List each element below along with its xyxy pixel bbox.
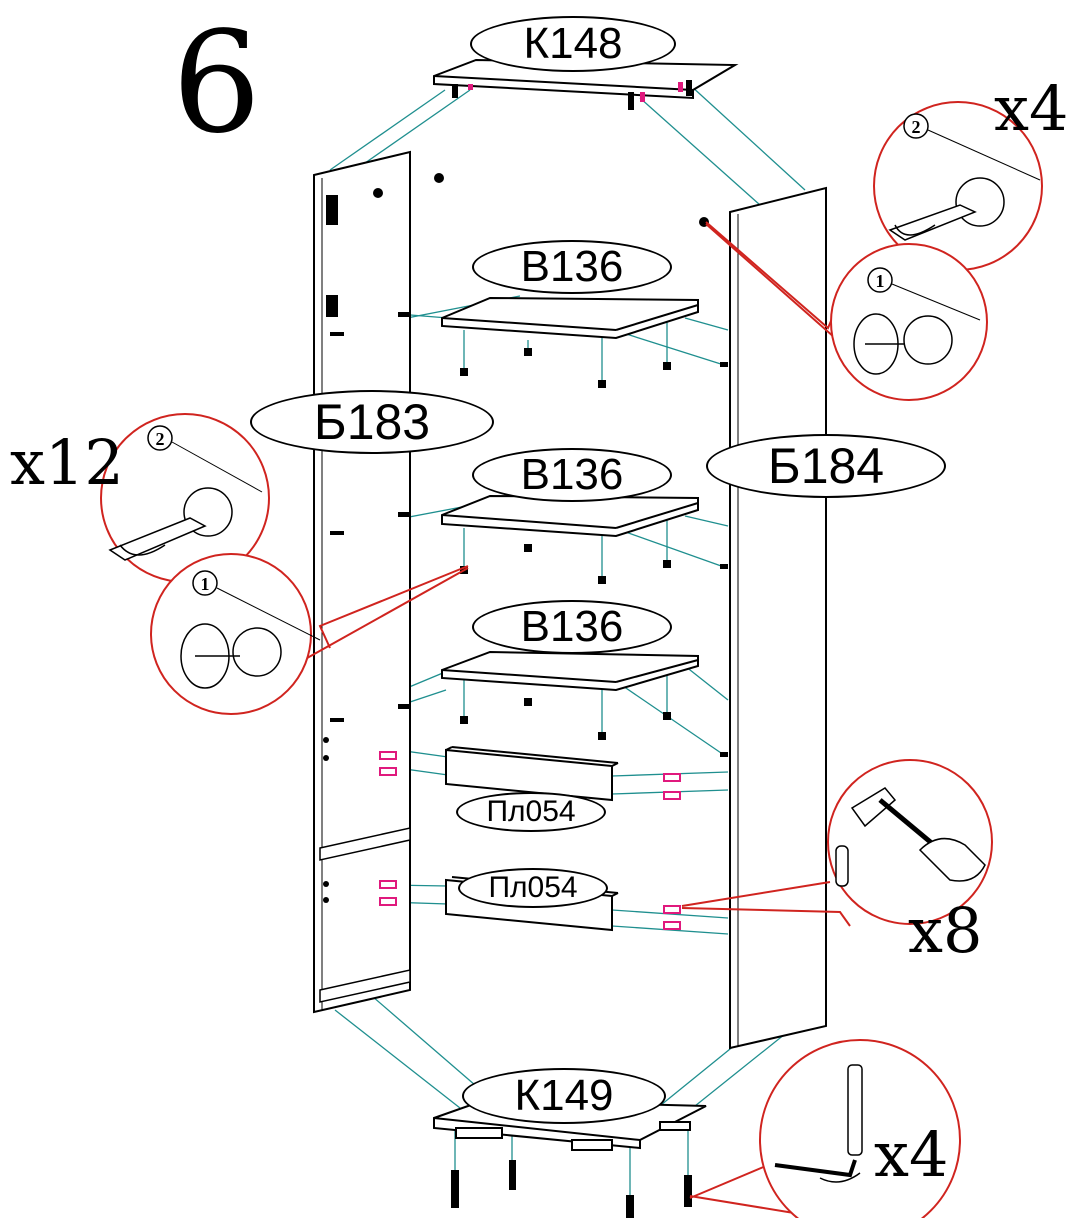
drawer-runners (319, 827, 411, 1003)
callout-leaders (299, 221, 861, 1215)
shelf-1 (441, 296, 699, 340)
leveling-screws (451, 1160, 692, 1220)
part-label-plinth-1: Пл054 (456, 792, 606, 832)
count-cam-shelves: x12 (10, 426, 124, 499)
shelf-3 (441, 650, 699, 692)
count-cam-top: x4 (994, 72, 1069, 145)
part-label-shelf-1: В136 (472, 240, 672, 294)
hammer-sketch (835, 787, 986, 887)
part-label-bottom: К149 (462, 1068, 666, 1124)
count-dowels: x8 (908, 894, 983, 967)
callout-step-2-top: 2 (912, 117, 921, 137)
callout-step-markers (147, 113, 929, 596)
cam-lock-sketch-top (853, 177, 1005, 375)
part-label-shelf-3: В136 (472, 600, 672, 654)
hex-key-sketch (774, 1064, 863, 1183)
right-panel-hardware (699, 217, 728, 757)
top-panel-hardware (452, 80, 692, 110)
shelf-2 (441, 494, 699, 538)
left-panel-hardware (323, 173, 444, 903)
callout-step-2-left: 2 (156, 429, 165, 449)
part-label-top: К148 (470, 16, 676, 72)
part-label-left-side: Б183 (250, 390, 494, 454)
top-panel (433, 58, 739, 100)
cam-lock-sketch-left (108, 487, 282, 689)
plinth-1 (445, 746, 619, 802)
step-number: 6 (172, 2, 262, 165)
callout-step-1-top: 1 (876, 271, 885, 291)
callout-step-1-left: 1 (201, 574, 210, 594)
part-label-plinth-2: Пл054 (458, 868, 608, 908)
count-screws-bottom: x4 (874, 1118, 949, 1191)
dowels (379, 751, 681, 930)
left-side-panel (313, 150, 411, 1014)
callout-pointer-lines (171, 129, 1041, 641)
right-side-panel (729, 186, 827, 1050)
part-label-shelf-2: В136 (472, 448, 672, 502)
part-label-right-side: Б184 (706, 434, 946, 498)
